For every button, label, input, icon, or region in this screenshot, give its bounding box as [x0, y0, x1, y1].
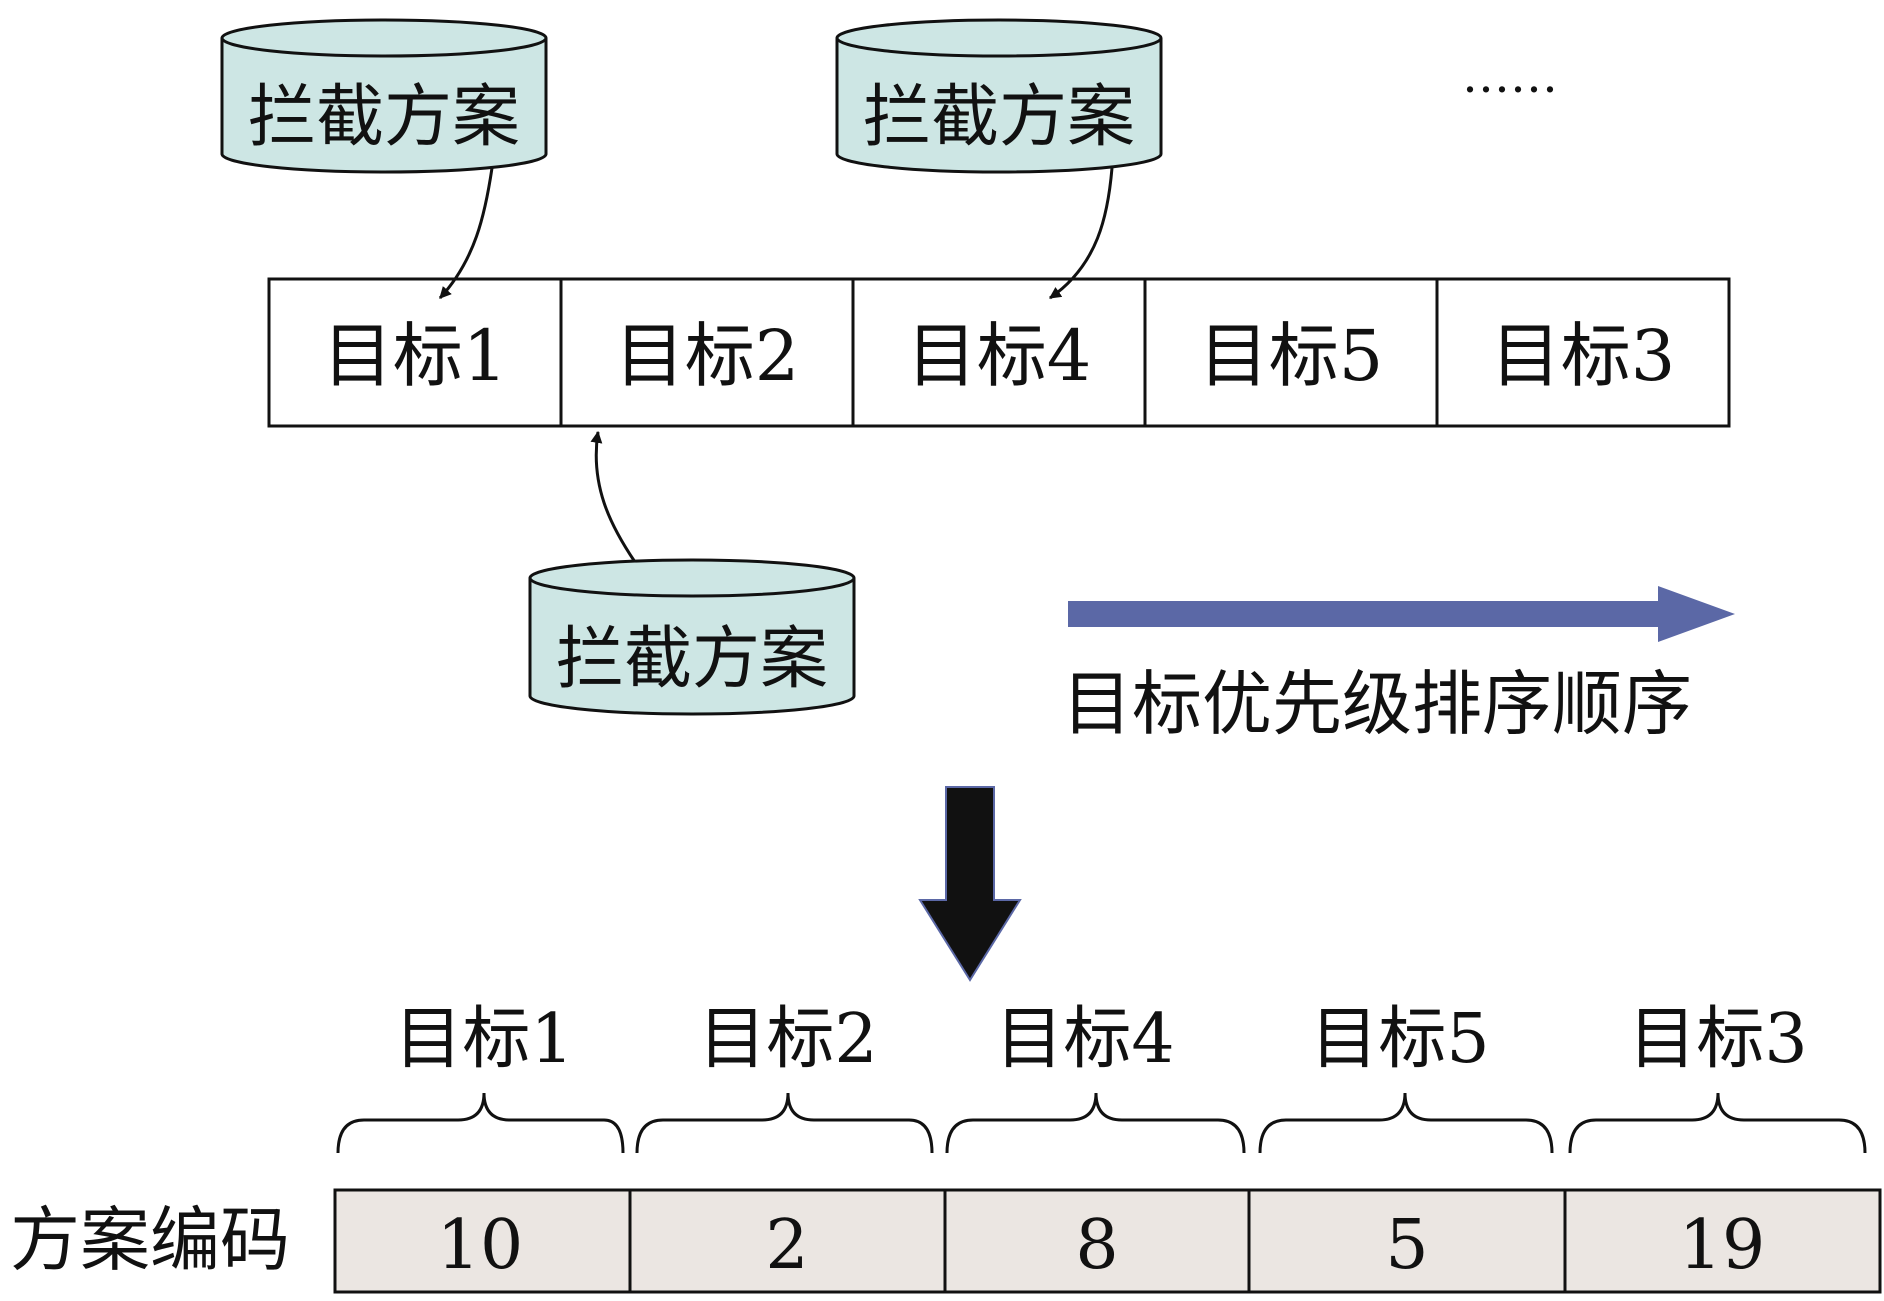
encoding-target-label-2: 目标2 [698, 1000, 877, 1079]
plan-label-2: 拦截方案 [863, 78, 1135, 157]
priority-arrow [1068, 586, 1735, 642]
encoding-target-label-5: 目标3 [1628, 1000, 1807, 1079]
encoding-target-label-3: 目标4 [995, 1000, 1174, 1079]
code-cell-2: 2 [765, 1206, 808, 1285]
brace-3 [945, 1092, 1246, 1154]
encoding-row-label: 方案编码 [10, 1199, 290, 1281]
target-row: 目标1 目标2 目标4 目标5 目标3 [267, 277, 1731, 428]
transform-down-arrow [918, 786, 1022, 982]
brace-2 [635, 1092, 934, 1154]
code-cell-3: 8 [1075, 1206, 1118, 1285]
target-cell-2: 目标2 [615, 315, 800, 397]
target-cell-5: 目标3 [1491, 315, 1676, 397]
plan-cylinder-1: 拦截方案 [220, 18, 548, 174]
ellipsis-text: …… [1462, 48, 1558, 104]
arrow-plan1-to-target1 [438, 167, 494, 300]
plan-cylinder-2: 拦截方案 [835, 18, 1163, 174]
plan-label-3: 拦截方案 [556, 620, 828, 699]
encoding-target-label-1: 目标1 [394, 1000, 573, 1079]
code-cell-1: 10 [437, 1206, 524, 1285]
brace-1 [336, 1092, 625, 1154]
target-cell-3: 目标4 [907, 315, 1092, 397]
target-cell-4: 目标5 [1199, 315, 1384, 397]
brace-5 [1568, 1092, 1867, 1154]
plan-label-1: 拦截方案 [248, 78, 520, 157]
target-cell-1: 目标1 [323, 315, 508, 397]
arrow-plan2-to-target4 [1049, 167, 1114, 300]
priority-label: 目标优先级排序顺序 [1062, 663, 1692, 745]
plan-cylinder-3: 拦截方案 [528, 558, 856, 716]
code-cell-4: 5 [1385, 1206, 1428, 1285]
brace-4 [1258, 1092, 1554, 1154]
arrow-plan3-to-target2 [590, 430, 637, 563]
code-cell-5: 19 [1679, 1206, 1766, 1285]
encoding-row: 10 2 8 5 19 [333, 1188, 1882, 1294]
encoding-target-label-4: 目标5 [1310, 1000, 1489, 1079]
